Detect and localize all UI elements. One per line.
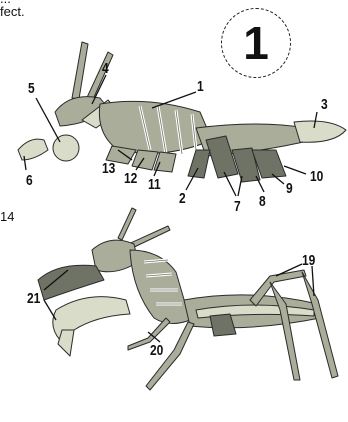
label-2: 2 (179, 190, 186, 207)
mid-leg (128, 318, 170, 350)
leg-plate (188, 150, 210, 178)
label-7: 7 (234, 198, 241, 215)
claw (58, 330, 74, 356)
eye-piece (53, 135, 79, 161)
label-3: 3 (321, 96, 328, 113)
figure-1-mantis (18, 42, 346, 182)
label-6: 6 (26, 172, 33, 189)
label-10: 10 (310, 168, 323, 185)
tail-piece (294, 121, 346, 142)
antenna-left (72, 42, 88, 99)
label-12: 12 (124, 170, 137, 187)
label-8: 8 (259, 193, 266, 210)
front-leg-upper (38, 265, 104, 300)
mandible-piece (18, 139, 48, 160)
label-19: 19 (302, 252, 315, 269)
label-1: 1 (197, 78, 204, 95)
antenna (118, 208, 136, 240)
hind-leg (302, 272, 338, 378)
label-20: 20 (150, 342, 163, 359)
label-11: 11 (148, 176, 161, 193)
figure-2-mantis (38, 208, 338, 390)
label-4: 4 (102, 60, 109, 77)
label-5: 5 (28, 80, 35, 97)
label-9: 9 (286, 180, 293, 197)
label-21: 21 (27, 290, 40, 307)
label-13: 13 (102, 160, 115, 177)
